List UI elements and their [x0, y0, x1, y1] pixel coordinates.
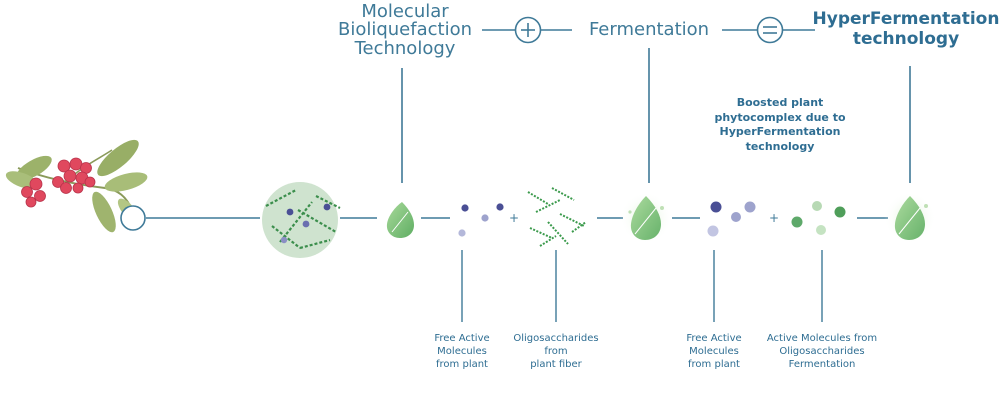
note-line: HyperFermentation	[719, 125, 841, 139]
caption-line: from	[544, 346, 568, 358]
step-bioliquefaction-title: Molecular Bioliquefaction Technology	[320, 1, 490, 59]
boosted-phytocomplex-note: Boosted plant phytocomplex due to HyperF…	[700, 96, 860, 154]
plant-branch-illustration	[5, 139, 148, 233]
step-fermentation-title: Fermentation	[588, 19, 710, 40]
fermented-leaf-drop-icon	[620, 192, 672, 244]
caption-line: Fermentation	[788, 359, 856, 371]
title-line: HyperFermentation	[812, 9, 1000, 29]
caption-line: Molecules	[689, 346, 739, 358]
free-active-molecules-2-icon	[707, 201, 756, 237]
title-line: Molecular	[361, 1, 449, 22]
note-line: technology	[745, 139, 815, 153]
result-hyperfermentation-title: HyperFermentation technology	[812, 9, 1000, 49]
caption-line: plant fiber	[530, 359, 582, 371]
plus-sign-1: +	[509, 211, 519, 225]
caption-line: from plant	[436, 359, 488, 371]
caption-line: Oligosaccharides	[513, 333, 599, 344]
oligosaccharide-fermentation-molecules-icon	[791, 201, 846, 235]
caption-line: Free Active	[686, 333, 742, 344]
leaf-drop-icon	[386, 202, 414, 238]
caption-line: from plant	[688, 359, 740, 371]
vertical-drop-lines	[401, 48, 911, 183]
plus-operator-icon	[514, 16, 542, 44]
title-line: Bioliquefaction	[337, 19, 472, 41]
caption-line: Oligosaccharides	[779, 346, 865, 358]
free-active-molecules-1-icon	[458, 203, 504, 237]
note-line: phytocomplex due to	[714, 110, 846, 124]
hyperfermented-leaf-drop-icon	[884, 192, 936, 244]
caption-free-active-molecules-1: Free Active Molecules from plant	[412, 332, 512, 372]
title-line: technology	[852, 28, 960, 49]
caption-line: Molecules	[437, 346, 487, 358]
caption-line: Free Active	[434, 333, 490, 344]
caption-active-molecules-oligo-fermentation: Active Molecules from Oligosaccharides F…	[752, 332, 892, 372]
plus-sign-2: +	[769, 211, 779, 225]
oligosaccharide-fibers-icon	[527, 187, 587, 247]
caption-free-active-molecules-2: Free Active Molecules from plant	[664, 332, 764, 372]
caption-line: Active Molecules from	[766, 333, 878, 344]
plant-source-node-icon	[120, 205, 146, 231]
caption-oligosaccharides: Oligosaccharides from plant fiber	[496, 332, 616, 372]
title-line: Technology	[354, 37, 456, 59]
plant-cell-network-icon	[262, 182, 341, 258]
equals-operator-icon	[756, 16, 784, 44]
caption-drop-lines	[461, 250, 823, 322]
note-line: Boosted plant	[736, 96, 824, 109]
